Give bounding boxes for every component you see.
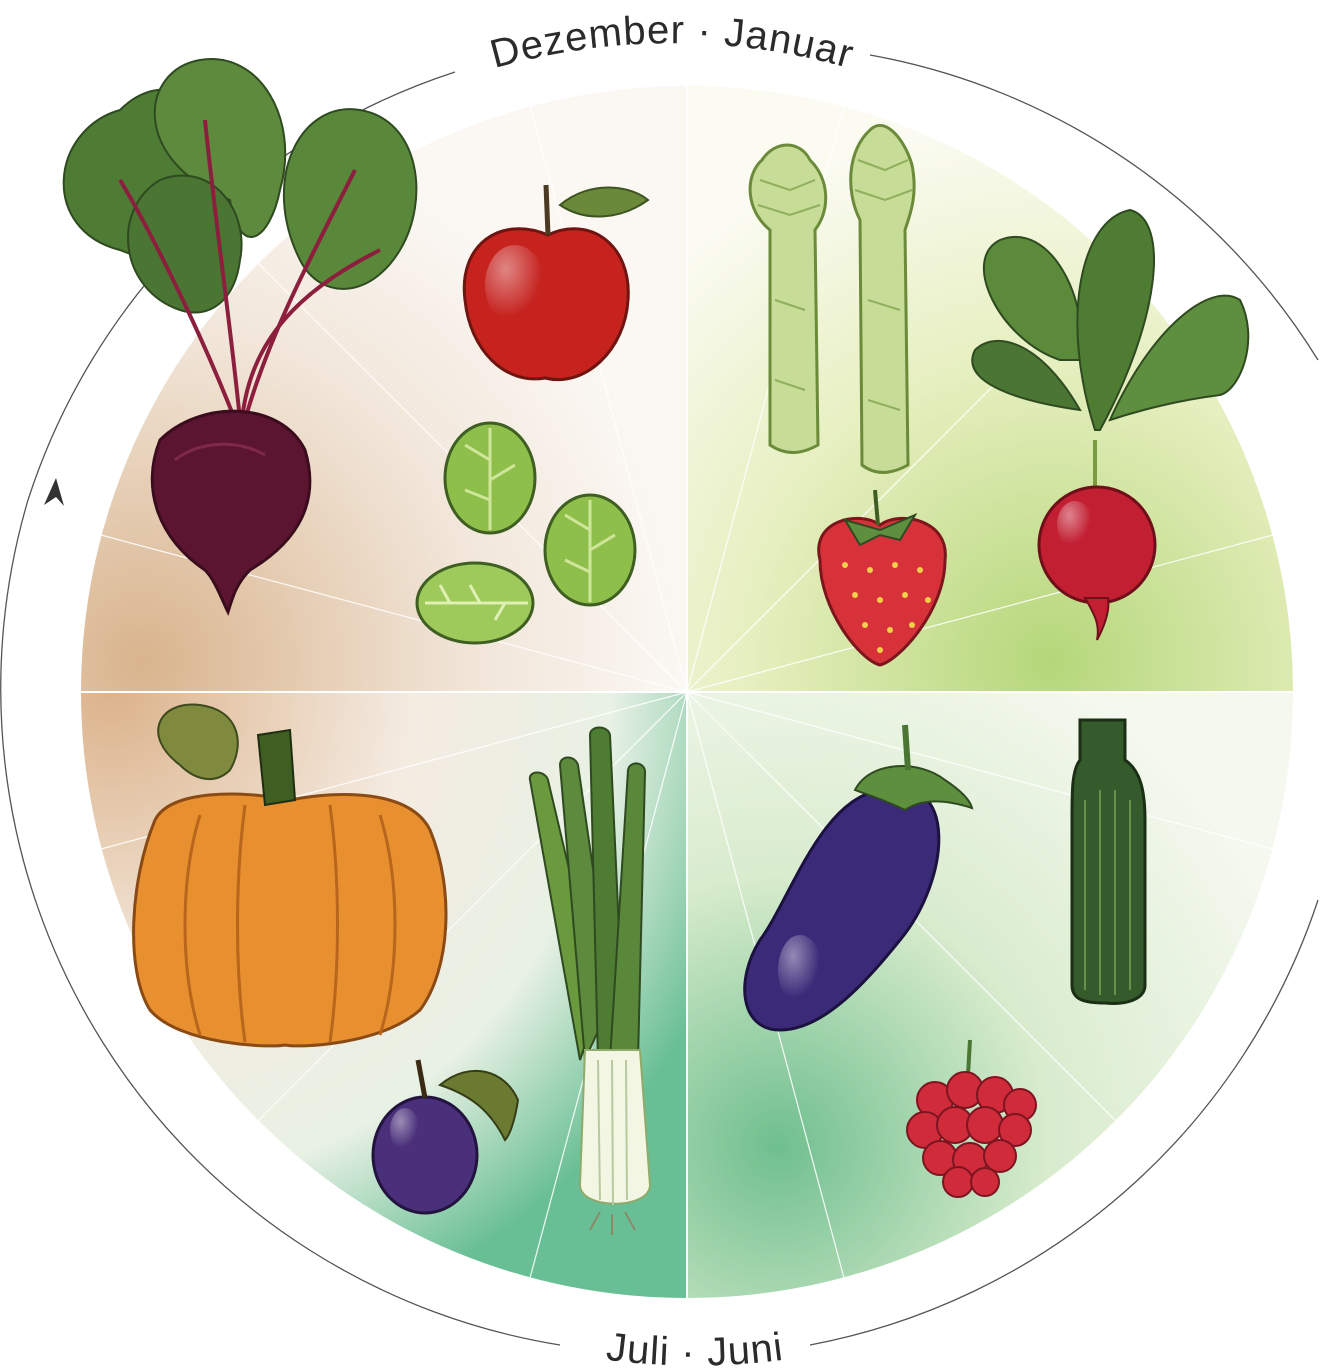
label-bottom-months: Juli · Juni [604,1325,786,1368]
label-top-months: Dezember · Januar [486,8,859,77]
direction-arrow-icon [44,478,64,506]
